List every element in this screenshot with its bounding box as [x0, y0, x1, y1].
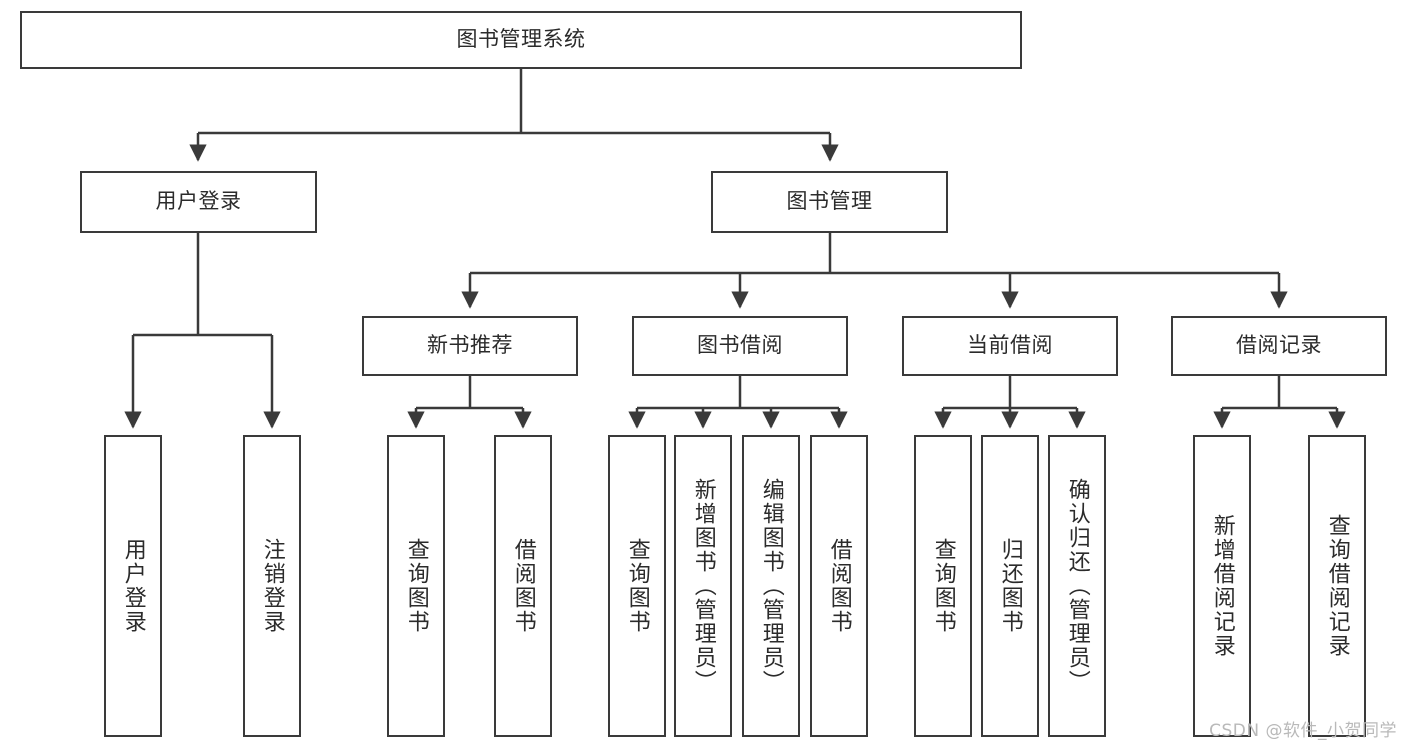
leaf-borrow-borrow-book[interactable]: 借阅图书	[810, 435, 868, 737]
node-label: 编辑图书（管理员）	[758, 478, 784, 694]
node-label: 图书借阅	[697, 333, 783, 358]
leaf-user-login[interactable]: 用户登录	[104, 435, 162, 737]
node-label: 用户登录	[120, 538, 146, 634]
node-label: 注销登录	[259, 538, 285, 634]
node-label: 查询图书	[403, 538, 429, 634]
watermark-text: CSDN @软件_小贺同学	[1209, 721, 1397, 741]
node-label: 归还图书	[997, 538, 1023, 634]
node-book-management[interactable]: 图书管理	[711, 171, 948, 233]
leaf-record-add-record[interactable]: 新增借阅记录	[1193, 435, 1251, 737]
node-label: 查询图书	[930, 538, 956, 634]
leaf-record-search-record[interactable]: 查询借阅记录	[1308, 435, 1366, 737]
node-borrow-record[interactable]: 借阅记录	[1171, 316, 1387, 376]
leaf-user-logout[interactable]: 注销登录	[243, 435, 301, 737]
node-current-borrow[interactable]: 当前借阅	[902, 316, 1118, 376]
node-book-borrow[interactable]: 图书借阅	[632, 316, 848, 376]
node-label: 借阅图书	[826, 538, 852, 634]
leaf-recommend-search-book[interactable]: 查询图书	[387, 435, 445, 737]
leaf-borrow-edit-book[interactable]: 编辑图书（管理员）	[742, 435, 800, 737]
node-label: 查询图书	[624, 538, 650, 634]
leaf-current-return-book[interactable]: 归还图书	[981, 435, 1039, 737]
node-label: 确认归还（管理员）	[1064, 478, 1090, 694]
node-label: 图书管理	[786, 189, 873, 214]
node-label: 新书推荐	[427, 333, 513, 358]
node-label: 查询借阅记录	[1324, 514, 1350, 658]
node-label: 借阅记录	[1236, 333, 1322, 358]
leaf-borrow-add-book[interactable]: 新增图书（管理员）	[674, 435, 732, 737]
node-label: 用户登录	[155, 189, 242, 214]
node-label: 新增借阅记录	[1209, 514, 1235, 658]
node-label: 当前借阅	[967, 333, 1053, 358]
node-label: 图书管理系统	[456, 27, 586, 52]
leaf-current-confirm-return[interactable]: 确认归还（管理员）	[1048, 435, 1106, 737]
node-new-book-recommend[interactable]: 新书推荐	[362, 316, 578, 376]
leaf-current-search-book[interactable]: 查询图书	[914, 435, 972, 737]
leaf-recommend-borrow-book[interactable]: 借阅图书	[494, 435, 552, 737]
node-root-system[interactable]: 图书管理系统	[20, 11, 1022, 69]
node-label: 新增图书（管理员）	[690, 478, 716, 694]
node-label: 借阅图书	[510, 538, 536, 634]
leaf-borrow-search-book[interactable]: 查询图书	[608, 435, 666, 737]
node-user-login[interactable]: 用户登录	[80, 171, 317, 233]
